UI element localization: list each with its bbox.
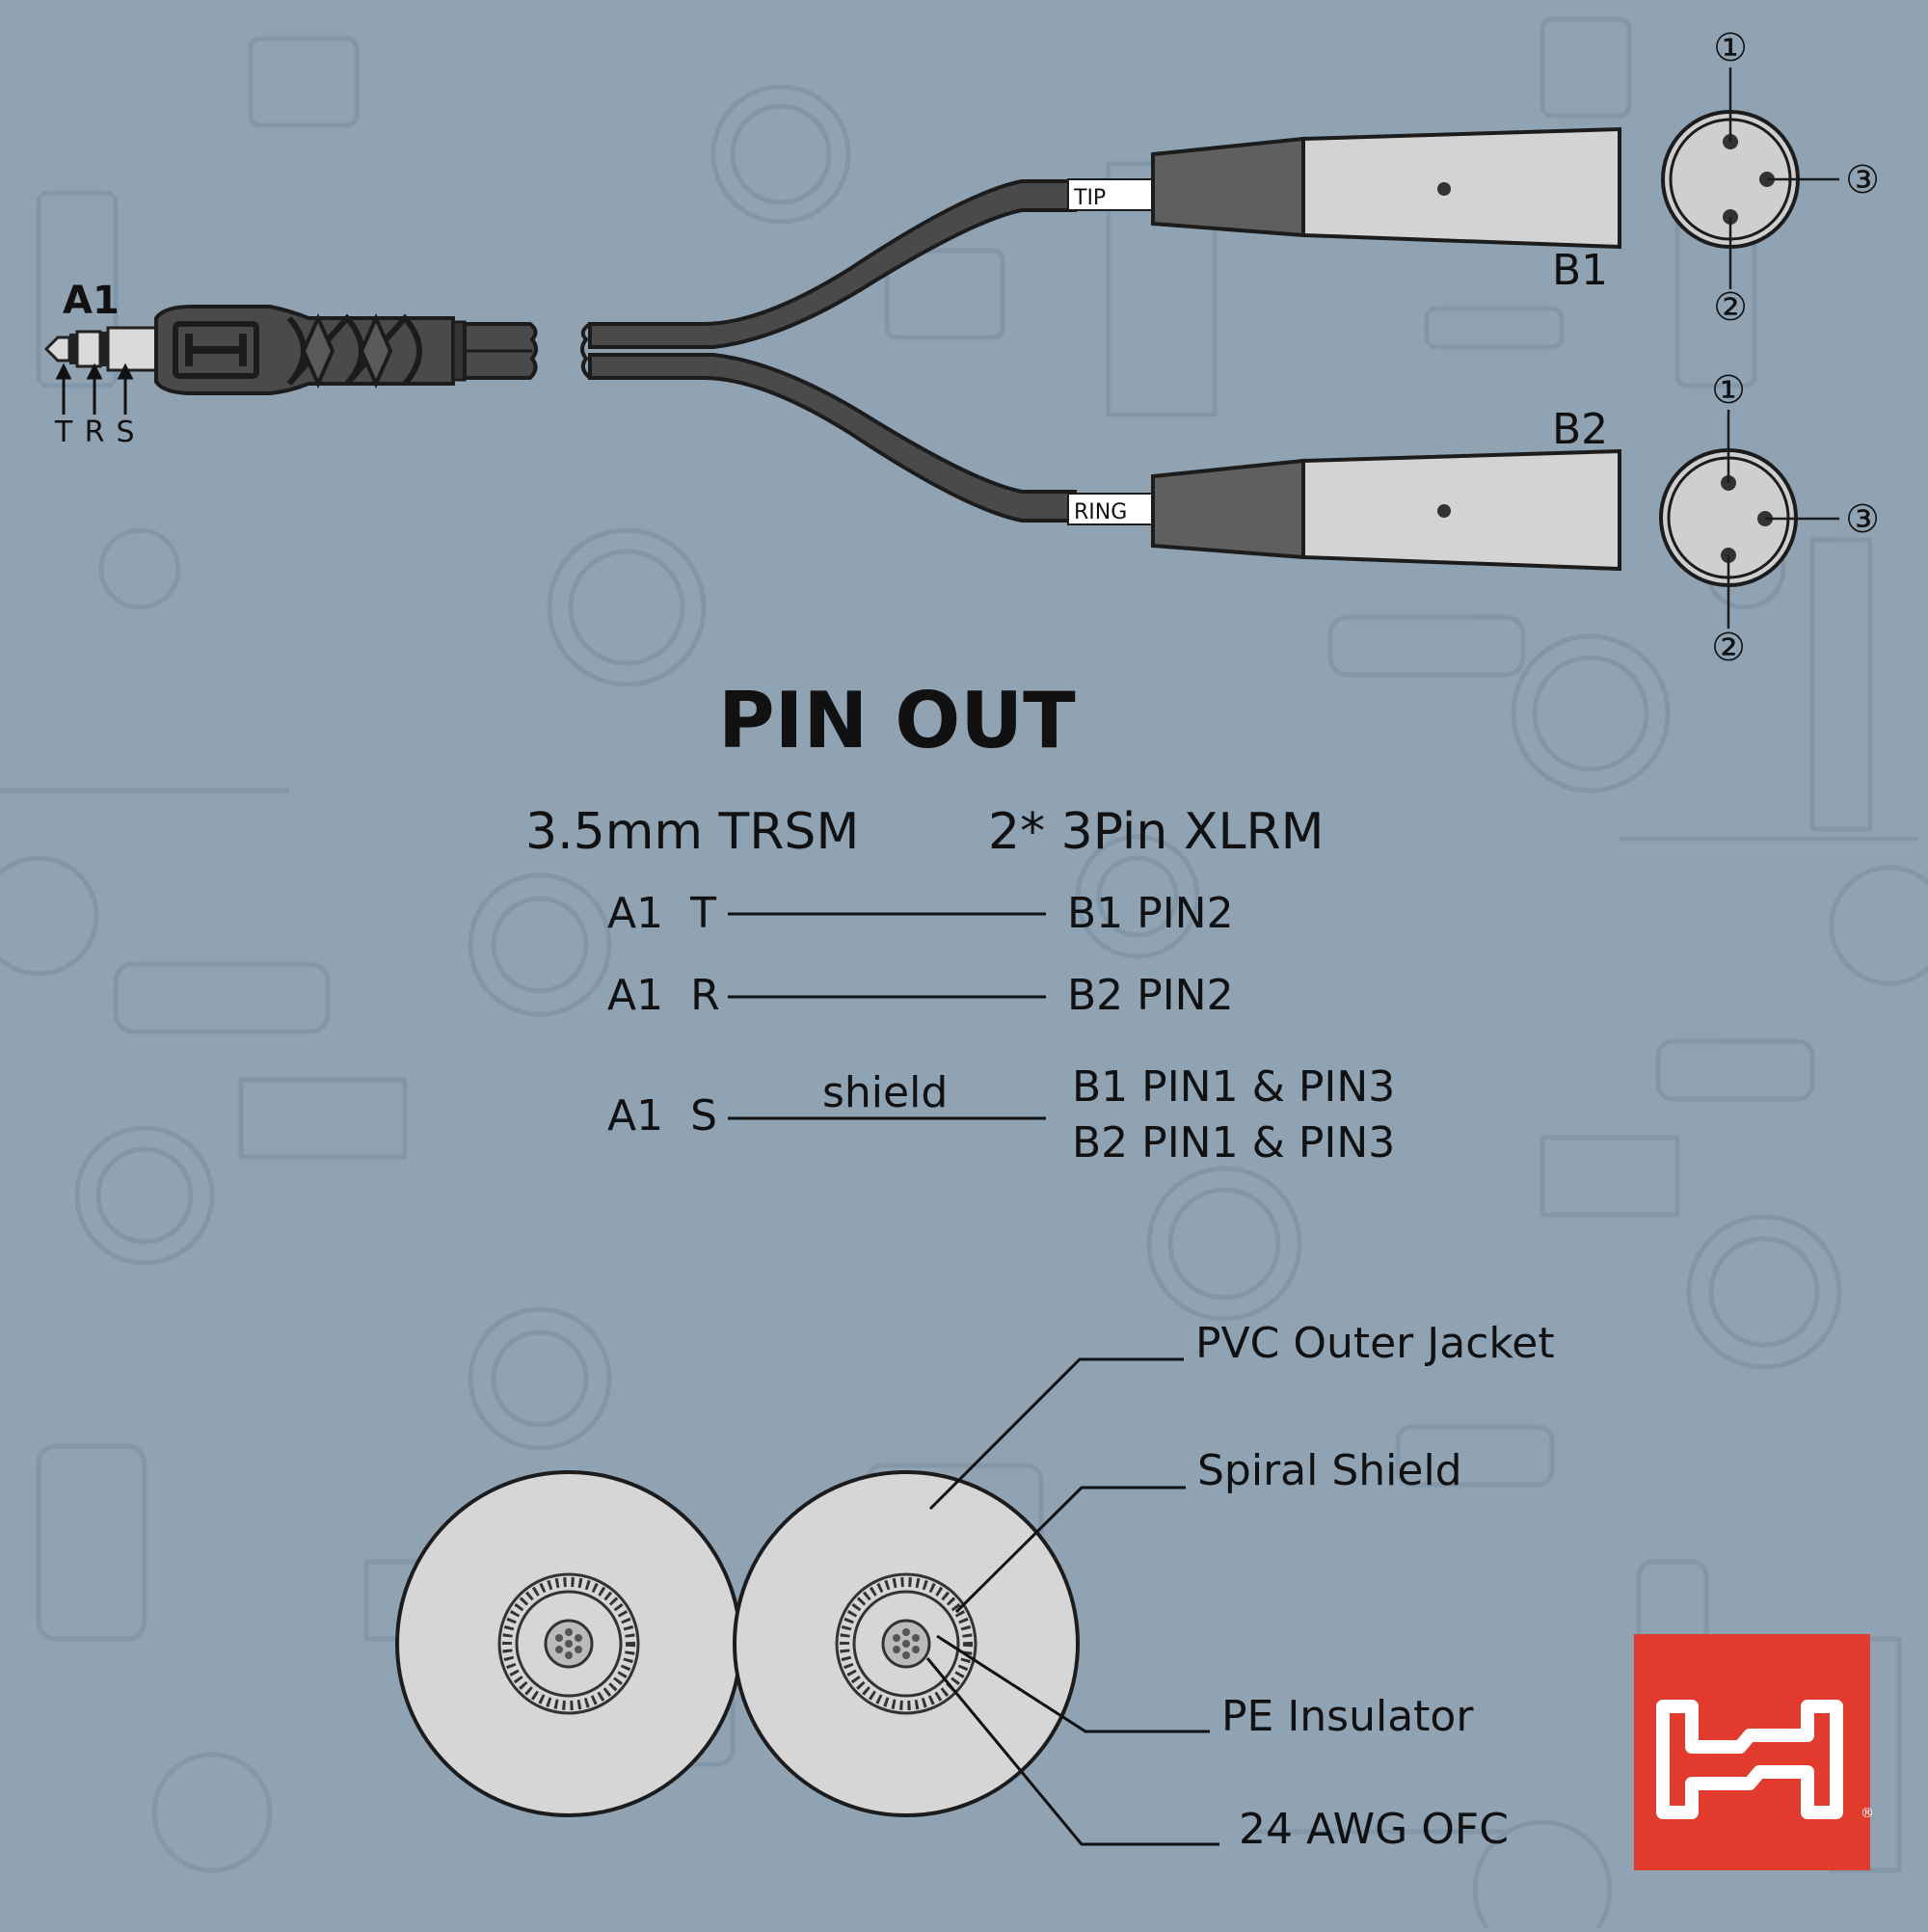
plug-insulator-1 (69, 334, 77, 364)
plug-logo-frame (173, 321, 259, 379)
plug-a1-label: A1 (63, 279, 120, 323)
pinout-row-1-to: B1 PIN2 (1067, 889, 1234, 938)
xlr-b2-collar (1151, 458, 1305, 560)
xlr-b2-body (1301, 448, 1621, 572)
shield-inner-left (515, 1590, 623, 1698)
conductor-strands (555, 1628, 920, 1659)
pinout-table: PIN OUT 3.5mm TRSM 2* 3Pin XLRM A1 T B1 … (525, 676, 1395, 1167)
xlr-b2-latch (1437, 504, 1451, 518)
shield-inner-right (852, 1590, 960, 1698)
pinout-row-3-to-1: B1 PIN1 & PIN3 (1072, 1062, 1395, 1112)
xlr-b1-collar (1151, 136, 1305, 238)
xlr-b2-pin2-number: ② (1711, 626, 1746, 670)
pinout-row-2-from: A1 R (607, 971, 720, 1020)
plug-grip-diamonds (301, 313, 393, 389)
brand-h-mark-icon (1656, 1700, 1843, 1819)
pinout-row-1-from: A1 T (607, 889, 716, 938)
xlr-b1-body (1301, 126, 1621, 250)
shield-outer-left (497, 1572, 640, 1715)
pinout-row-3-from: A1 S (607, 1091, 717, 1140)
xlr-b2-pin3-number: ③ (1845, 497, 1880, 542)
pinout-title: PIN OUT (718, 676, 1076, 765)
brand-registered-mark: ® (1861, 1806, 1874, 1821)
wire-tag-tip-label: TIP (1073, 186, 1106, 210)
label-spiral-shield: Spiral Shield (1197, 1446, 1462, 1495)
pinout-left-header: 3.5mm TRSM (525, 803, 859, 861)
label-pe-insulator: PE Insulator (1221, 1692, 1474, 1741)
xlr-b1-pin2-number: ② (1713, 285, 1748, 330)
cable-break-end (580, 322, 592, 380)
contact-arrows (55, 362, 134, 415)
xlr-b1-pin3-number: ③ (1845, 158, 1880, 202)
pinout-right-header: 2* 3Pin XLRM (988, 803, 1324, 861)
shield-outer-right (835, 1572, 977, 1715)
trs-plug-a1: A1 T R S (43, 279, 538, 449)
pinout-row-3-to-2: B2 PIN1 & PIN3 (1072, 1118, 1395, 1167)
xlr-b2-pin1-number: ① (1711, 368, 1746, 413)
label-pvc-outer-jacket: PVC Outer Jacket (1195, 1319, 1555, 1368)
xlr-b2-label: B2 (1552, 405, 1608, 454)
background-connector-pattern (0, 16, 1928, 1932)
contact-label-t: T (54, 416, 73, 449)
xlr-b1-pin1-number: ① (1713, 26, 1748, 70)
wire-tag-ring-label: RING (1074, 500, 1127, 524)
xlr-b1-label: B1 (1552, 246, 1608, 295)
pinout-row-3-line-label: shield (822, 1068, 948, 1117)
pinout-row-2-to: B2 PIN2 (1067, 971, 1234, 1020)
plug-logo-mark-icon (185, 334, 247, 366)
plug-insulator-2 (100, 332, 108, 366)
contact-label-s: S (116, 416, 134, 449)
plug-sleeve (106, 326, 158, 372)
plug-ring (75, 330, 102, 368)
cable-cross-section: PVC Outer Jacket Spiral Shield PE Insula… (395, 1319, 1555, 1854)
cross-section-leaders (925, 1357, 1219, 1846)
brand-logo: ® (1634, 1634, 1874, 1870)
label-24-awg-ofc: 24 AWG OFC (1239, 1805, 1509, 1854)
xlr-plug-b2: B2 ① ② ③ (1151, 368, 1880, 670)
xlr-b1-latch (1437, 182, 1451, 196)
xlr-plug-b1: B1 ① ② ③ (1151, 26, 1880, 330)
contact-label-r: R (85, 416, 105, 449)
